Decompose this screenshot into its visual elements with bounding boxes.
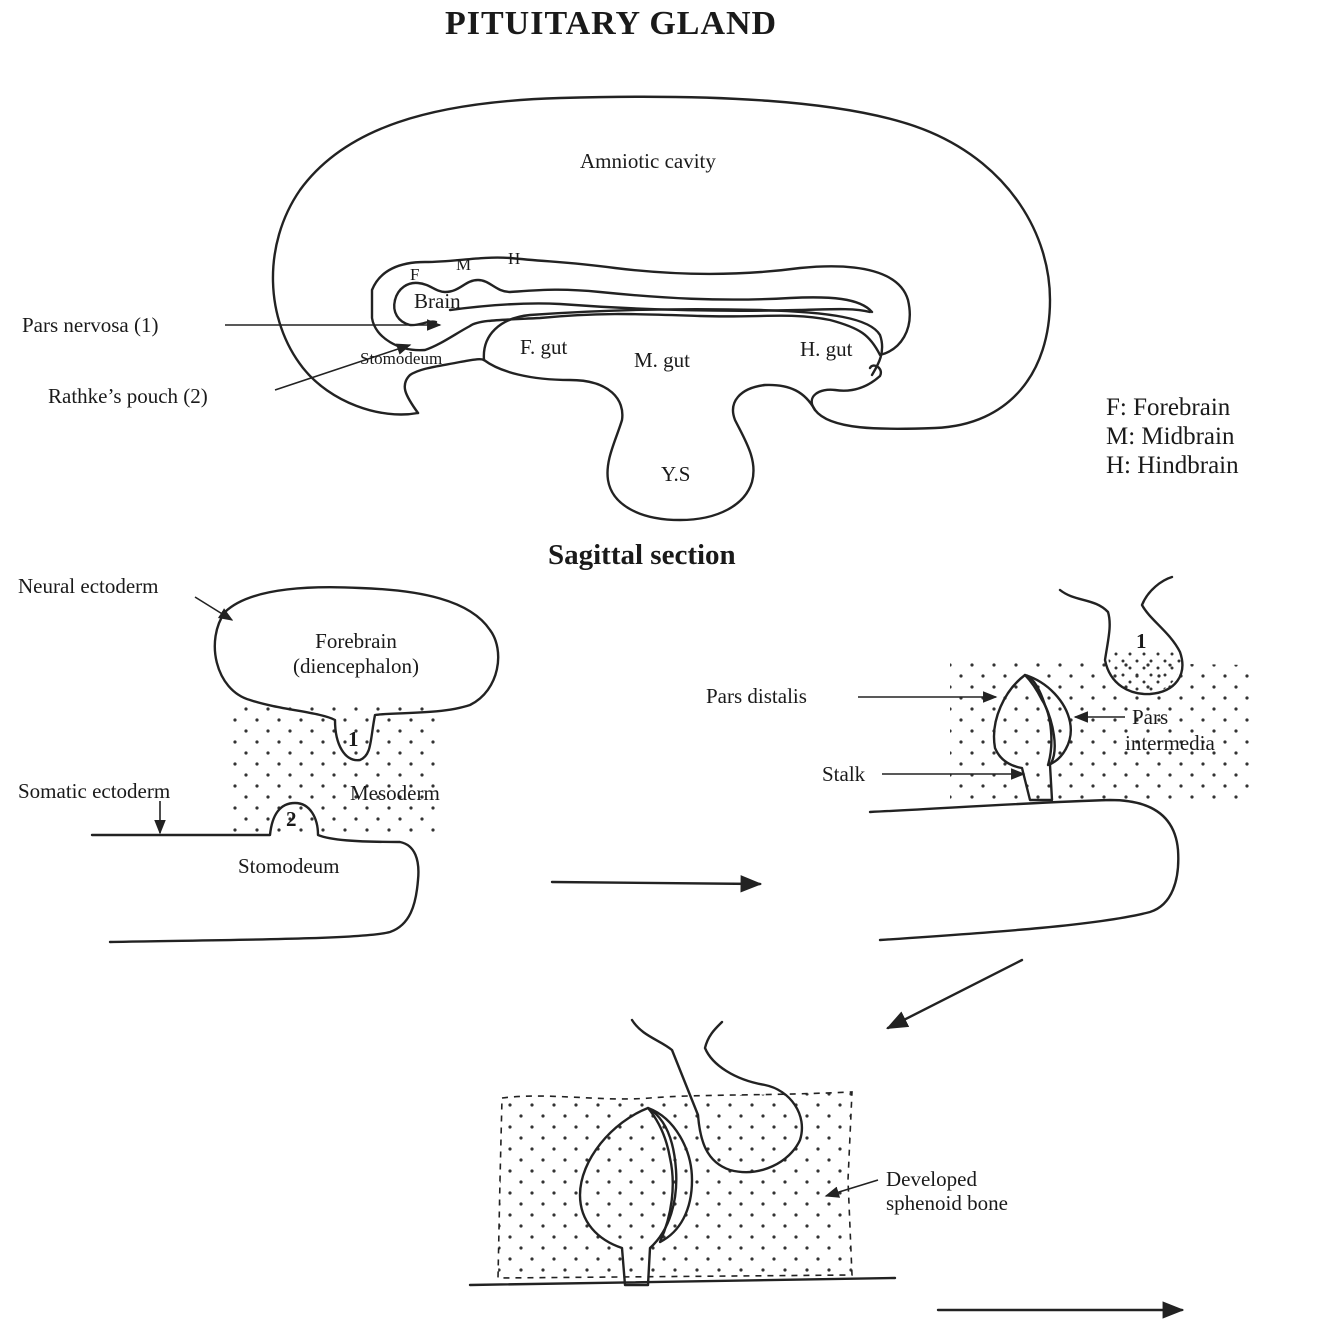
amniotic-cavity-label: Amniotic cavity [580,150,716,173]
sagittal-section-heading: Sagittal section [548,540,736,572]
stage1-number-2: 2 [286,808,297,831]
hindgut-label: H. gut [800,338,853,361]
sphenoid-bone-label: sphenoid bone [886,1192,1008,1215]
forebrain-letter: F [410,266,419,285]
stalk-label: Stalk [822,763,865,786]
legend-midbrain: M: Midbrain [1106,422,1234,452]
stomodeum-label-sagittal: Stomodeum [360,350,442,369]
stage2-ectoderm [870,800,1178,940]
somatic-ectoderm-label: Somatic ectoderm [18,780,170,803]
legend-hindbrain: H: Hindbrain [1106,451,1239,481]
stage2-number-1: 1 [1136,630,1147,653]
yolk-sac-label: Y.S [661,463,690,486]
midbrain-letter: M [456,256,471,275]
legend-forebrain: F: Forebrain [1106,393,1230,423]
forebrain-label: Forebrain [296,630,416,653]
neural-ectoderm-label: Neural ectoderm [18,575,159,598]
intermedia-label: intermedia [1125,732,1215,755]
pars-label: Pars [1132,706,1168,729]
amniotic-outline [273,97,1050,429]
developed-label: Developed [886,1168,977,1191]
brain-label: Brain [414,290,461,313]
foregut-label: F. gut [520,336,567,359]
mesoderm-label: Mesoderm [350,782,440,805]
diencephalon-label: (diencephalon) [266,655,446,678]
pars-nervosa-label: Pars nervosa (1) [22,314,158,337]
midgut-label: M. gut [634,349,690,372]
stage1-number-1: 1 [348,728,359,751]
stomodeum-label: Stomodeum [238,855,340,878]
stage3-baseline [470,1278,895,1285]
hindbrain-letter: H [508,250,520,269]
rathkes-pouch-label: Rathke’s pouch (2) [48,385,208,408]
page-title: PITUITARY GLAND [445,5,777,42]
pars-distalis-label: Pars distalis [706,685,807,708]
